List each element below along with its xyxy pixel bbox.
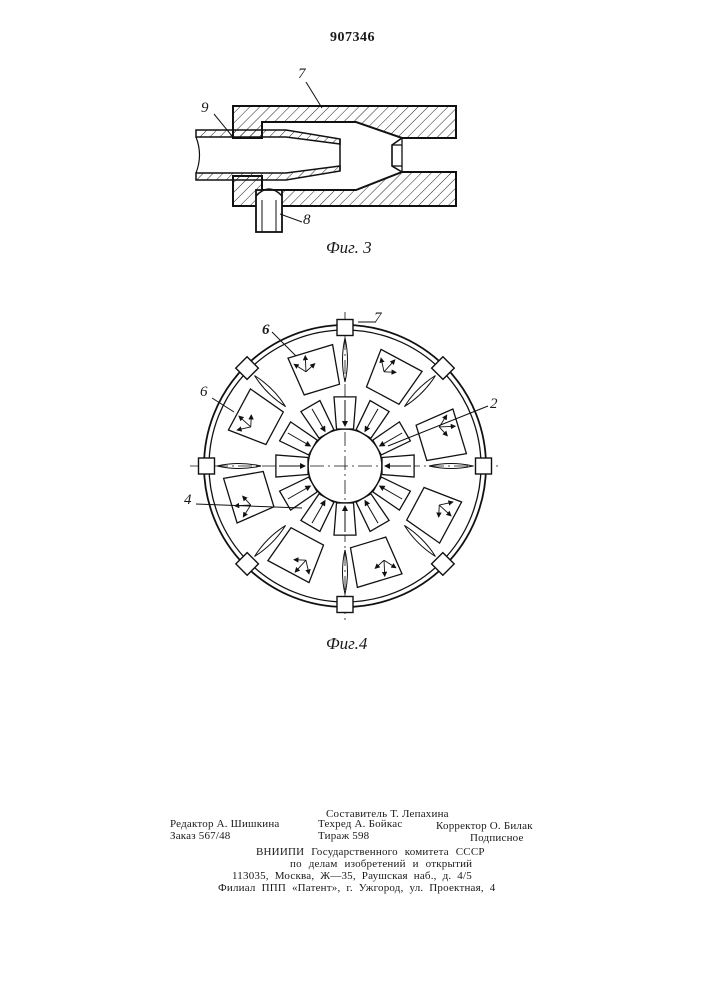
- imprint-org-line1: ВНИИПИ Государственного комитета СССР: [256, 846, 485, 858]
- patent-number: 907346: [330, 30, 375, 46]
- fig3-label-nozzle: 9: [201, 100, 209, 117]
- fig4-label-blade: 4: [184, 492, 192, 509]
- outer-blade: [224, 472, 274, 524]
- outer-blade: [288, 345, 340, 395]
- outer-blade: [367, 349, 423, 404]
- imprint-editor: Редактор А. Шишкина: [170, 818, 280, 830]
- flow-arrow: [439, 505, 440, 517]
- imprint-address: 113035, Москва, Ж—35, Раушская наб., д. …: [232, 870, 472, 882]
- flow-arrow: [384, 372, 396, 373]
- flow-arrow: [251, 415, 252, 427]
- imprint-order: Заказ 567/48: [170, 830, 231, 842]
- fig4-label-segment-a: 6: [262, 322, 270, 339]
- nozzle-block: [337, 320, 353, 336]
- fig4-label-nozzle: 7: [374, 310, 382, 327]
- imprint-subscription: Подписное: [470, 832, 524, 844]
- imprint-corrector: Корректор О. Билак: [436, 820, 533, 832]
- outer-blade: [407, 488, 462, 544]
- outer-blade: [268, 528, 324, 583]
- outer-blade: [416, 409, 466, 461]
- nozzle-block: [476, 458, 492, 474]
- fig4-label-segment-b: 6: [200, 384, 208, 401]
- outer-blade: [351, 537, 403, 587]
- nozzle-block: [337, 597, 353, 613]
- imprint-branch: Филиал ППП «Патент», г. Ужгород, ул. Про…: [218, 882, 496, 894]
- outer-blade: [228, 389, 283, 445]
- fig4-label-center: 2: [490, 396, 498, 413]
- fig3-label-inlet-pipe: 8: [303, 212, 311, 229]
- imprint-techred: Техред А. Бойкас: [318, 818, 402, 830]
- fig3-label-casing: 7: [298, 66, 306, 83]
- imprint-circulation: Тираж 598: [318, 830, 369, 842]
- fig4-caption: Фиг.4: [326, 634, 367, 654]
- nozzle-block: [199, 458, 215, 474]
- imprint-org-line2: по делам изобретений и открытий: [290, 858, 472, 870]
- fig3-caption: Фиг. 3: [326, 238, 372, 258]
- flow-arrow: [294, 560, 306, 561]
